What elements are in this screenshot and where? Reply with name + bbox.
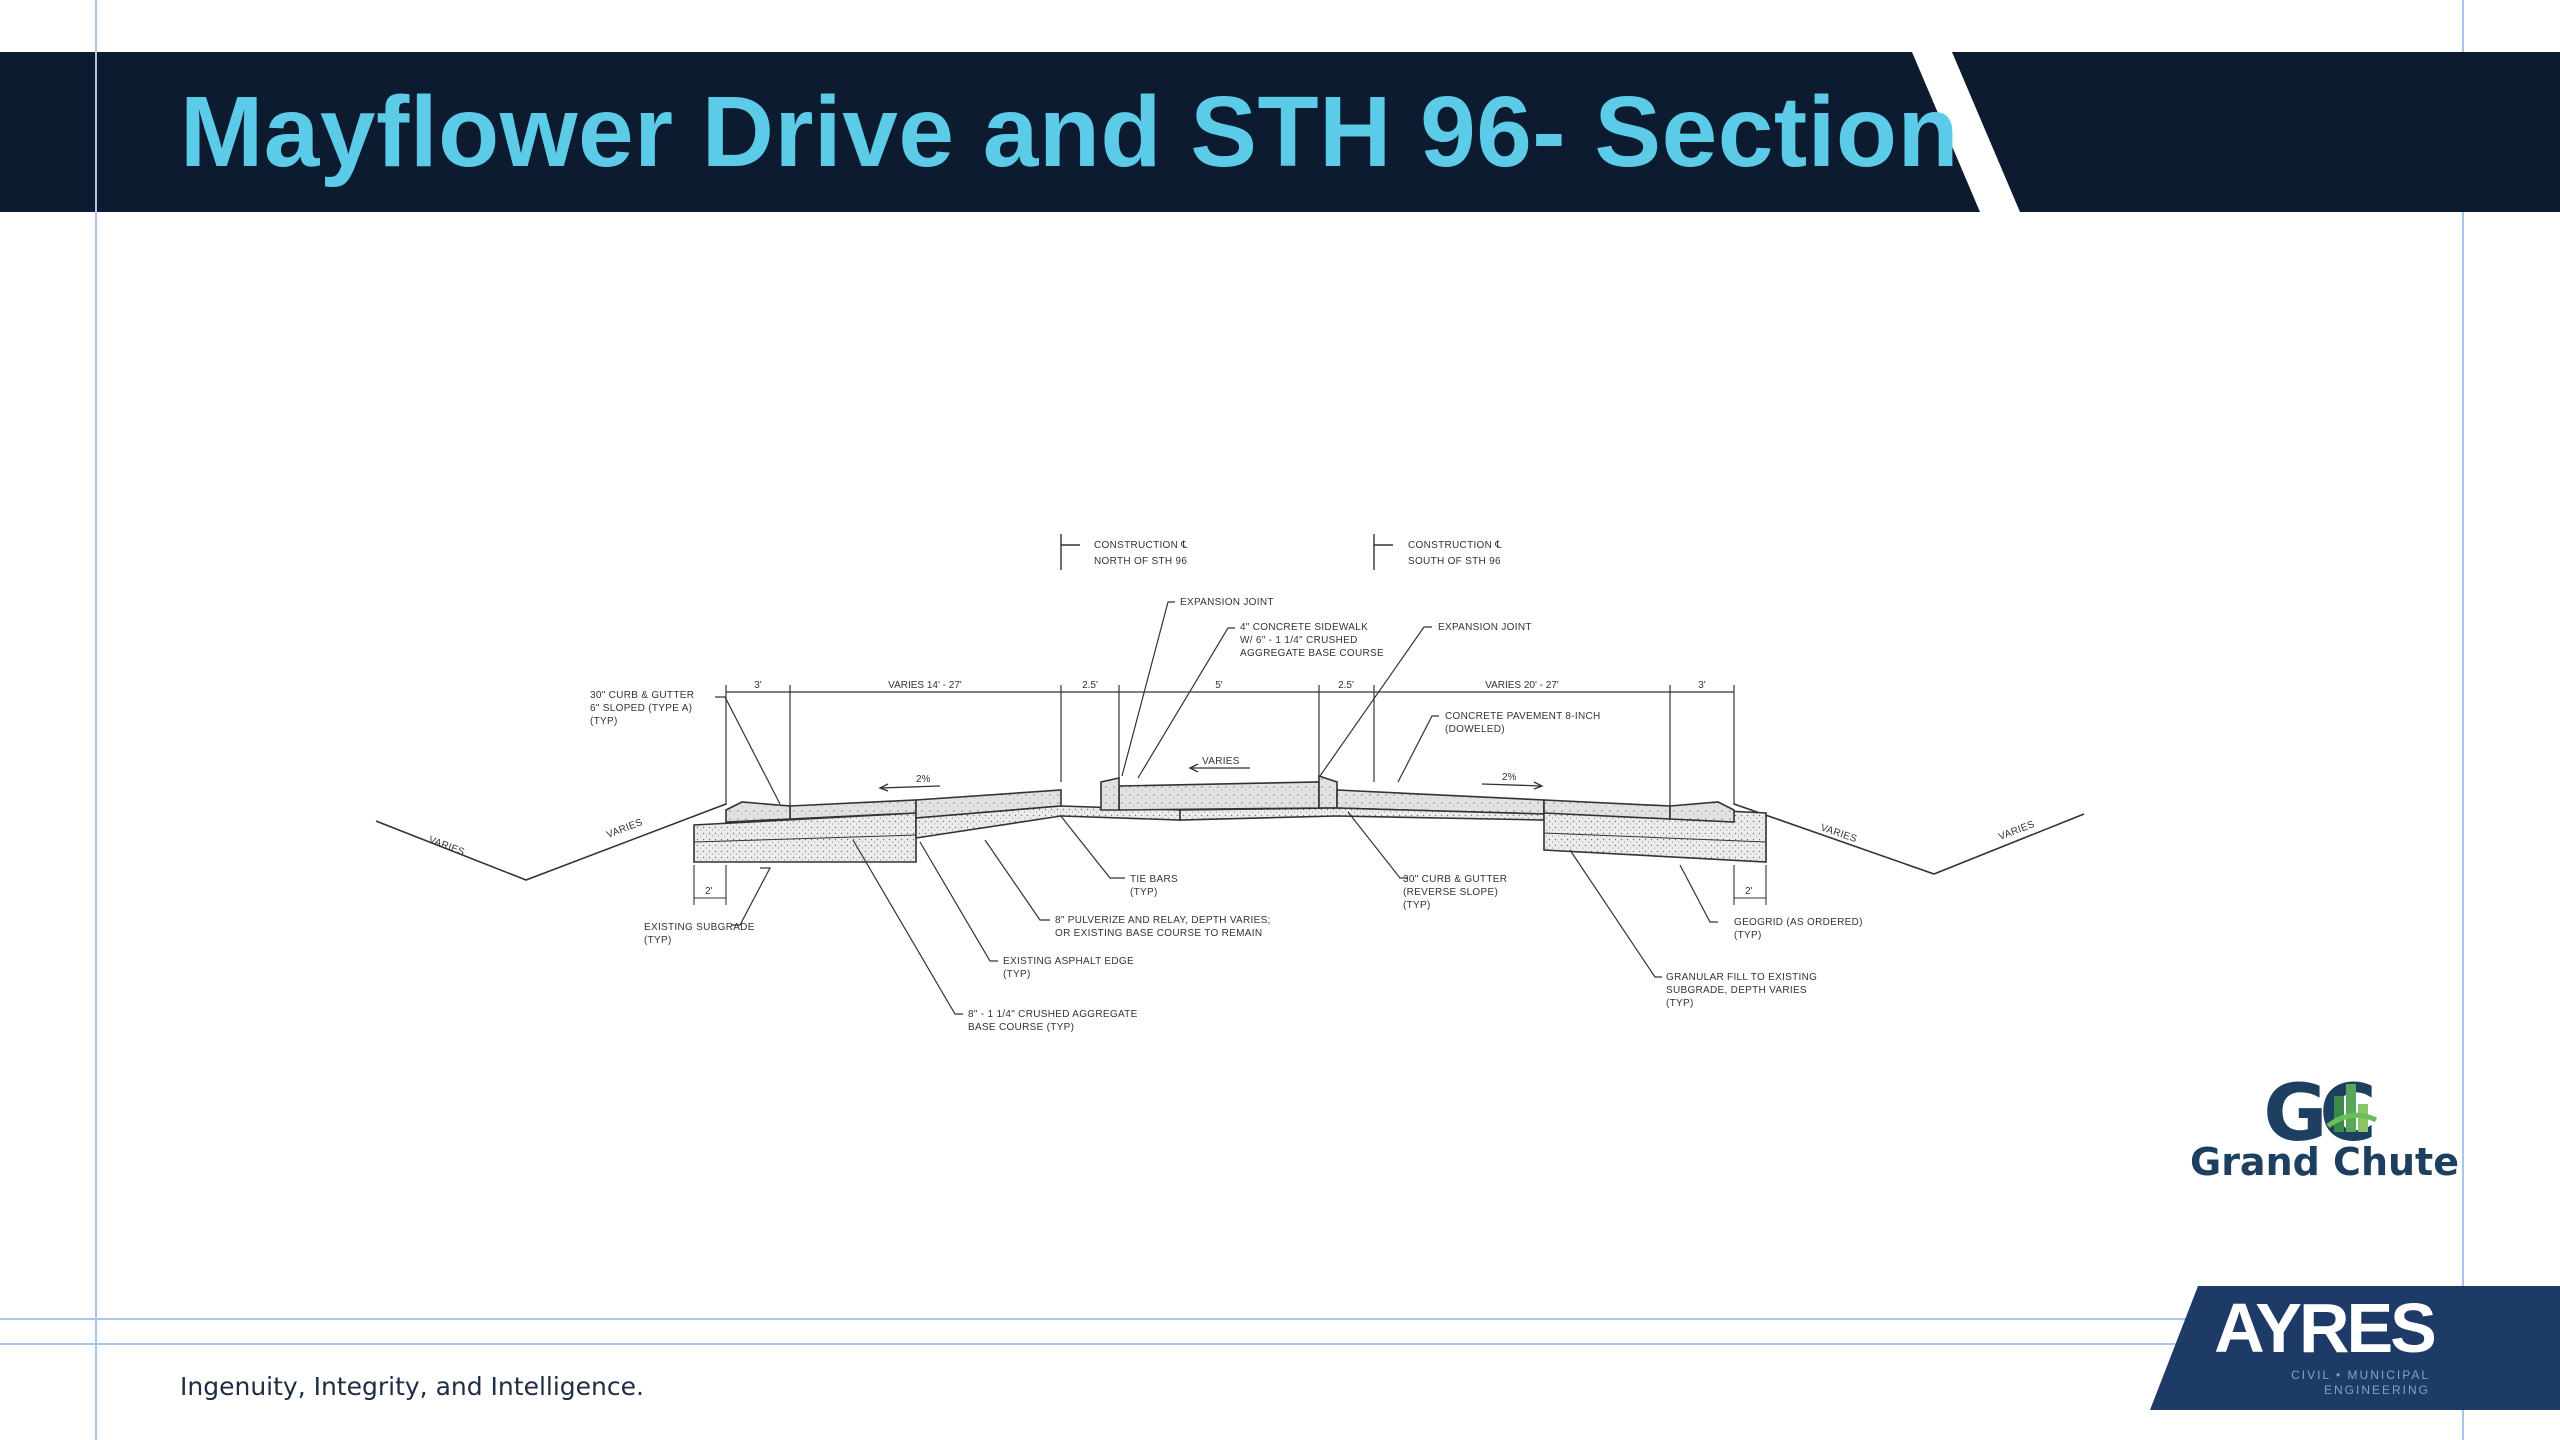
sidewalk-note-1: 4" CONCRETE SIDEWALK bbox=[1240, 622, 1368, 633]
granular-fill-note-2: SUBGRADE, DEPTH VARIES bbox=[1666, 985, 1807, 996]
centerline-south-label-1: CONSTRUCTION ℄ bbox=[1408, 540, 1502, 551]
granular-fill-note-1: GRANULAR FILL TO EXISTING bbox=[1666, 972, 1817, 983]
expansion-joint-left-label: EXPANSION JOINT bbox=[1180, 597, 1274, 608]
varies-label-1: VARIES bbox=[427, 835, 466, 859]
sidewalk-curb-right bbox=[1318, 774, 1338, 809]
ayres-subtitle-line-1: CIVIL • MUNICIPAL bbox=[2291, 1368, 2430, 1382]
curb-left-note-2: 6" SLOPED (TYPE A) bbox=[590, 703, 692, 714]
dim-bottom-right: 2' bbox=[1745, 886, 1753, 897]
pavement-section bbox=[693, 774, 1767, 863]
ayres-subtitle-line-2: ENGINEERING bbox=[2323, 1383, 2430, 1397]
curb-left-note-1: 30" CURB & GUTTER bbox=[590, 690, 694, 701]
centerline-north-label-2: NORTH OF STH 96 bbox=[1094, 556, 1187, 567]
slope-label-sidewalk: VARIES bbox=[1202, 756, 1240, 767]
tie-bars-note-1: TIE BARS bbox=[1130, 874, 1178, 885]
grand-chute-name: Grand Chute bbox=[2190, 1140, 2459, 1184]
bottom-dimensions bbox=[693, 865, 1767, 905]
pulverize-note-2: OR EXISTING BASE COURSE TO REMAIN bbox=[1055, 928, 1262, 939]
varies-label-3: VARIES bbox=[1819, 822, 1858, 845]
centerline-north-marker bbox=[1060, 534, 1080, 570]
dim-bottom-left: 2' bbox=[705, 886, 713, 897]
right-layer-line bbox=[1543, 832, 1767, 843]
guide-line-banner bbox=[95, 0, 97, 215]
centerline-south-marker bbox=[1373, 534, 1393, 570]
banner-tail bbox=[1952, 52, 2560, 212]
dimension-3: 2.5' bbox=[1082, 680, 1098, 691]
dimension-4: 5' bbox=[1215, 680, 1223, 691]
curb-reverse-note-2: (REVERSE SLOPE) bbox=[1403, 887, 1498, 898]
sidewalk-block bbox=[1118, 781, 1320, 811]
ground-line bbox=[375, 803, 2085, 881]
expansion-joint-right-label: EXPANSION JOINT bbox=[1438, 622, 1532, 633]
grand-chute-logo: GC bbox=[2263, 1069, 2380, 1159]
banner-main bbox=[0, 52, 1980, 212]
left-curb bbox=[725, 801, 791, 823]
dimension-line bbox=[725, 685, 1735, 810]
sidewalk-note-3: AGGREGATE BASE COURSE bbox=[1240, 648, 1384, 659]
varies-label-4: VARIES bbox=[1997, 819, 2036, 843]
pulverize-note-1: 8" PULVERIZE AND RELAY, DEPTH VARIES; bbox=[1055, 915, 1271, 926]
existing-subgrade-note-2: (TYP) bbox=[644, 935, 672, 946]
slope-label-left: 2% bbox=[916, 774, 931, 785]
grand-chute-city-icon bbox=[2326, 1084, 2378, 1132]
curb-reverse-note-1: 30" CURB & GUTTER bbox=[1403, 874, 1507, 885]
ayres-subtitle: CIVIL • MUNICIPAL ENGINEERING bbox=[2214, 1368, 2430, 1398]
guide-line-bottom-2 bbox=[0, 1343, 2560, 1345]
slope-label-right: 2% bbox=[1502, 772, 1517, 783]
dimension-2: VARIES 14' - 27' bbox=[888, 680, 962, 691]
slope-arrows bbox=[878, 763, 1544, 792]
dimension-1: 3' bbox=[754, 680, 762, 691]
curb-reverse-note-3: (TYP) bbox=[1403, 900, 1431, 911]
concrete-pavement-note-1: CONCRETE PAVEMENT 8-INCH bbox=[1445, 711, 1601, 722]
geogrid-note-2: (TYP) bbox=[1734, 930, 1762, 941]
crushed-base-note-2: BASE COURSE (TYP) bbox=[968, 1022, 1074, 1033]
sidewalk-curb-left bbox=[1100, 777, 1120, 811]
dimension-7: 3' bbox=[1698, 680, 1706, 691]
dimension-5: 2.5' bbox=[1338, 680, 1354, 691]
crushed-base-note-1: 8" - 1 1/4" CRUSHED AGGREGATE bbox=[968, 1009, 1138, 1020]
existing-asphalt-note-2: (TYP) bbox=[1003, 969, 1031, 980]
centerline-south-label-2: SOUTH OF STH 96 bbox=[1408, 556, 1501, 567]
title-banner bbox=[0, 52, 2560, 212]
dimension-6: VARIES 20' - 27' bbox=[1485, 680, 1559, 691]
existing-asphalt-note-1: EXISTING ASPHALT EDGE bbox=[1003, 956, 1134, 967]
leader-lines-bottom bbox=[732, 811, 1718, 1015]
concrete-pavement-note-2: (DOWELED) bbox=[1445, 724, 1505, 735]
footer-tagline: Ingenuity, Integrity, and Intelligence. bbox=[180, 1372, 644, 1401]
guide-line-bottom-1 bbox=[0, 1318, 2560, 1320]
ayres-logo-text: AYRES bbox=[2214, 1289, 2437, 1367]
tie-bars-note-2: (TYP) bbox=[1130, 887, 1158, 898]
curb-left-note-3: (TYP) bbox=[590, 716, 618, 727]
granular-fill-note-3: (TYP) bbox=[1666, 998, 1694, 1009]
existing-subgrade-note-1: EXISTING SUBGRADE bbox=[644, 922, 755, 933]
sidewalk-note-2: W/ 6" - 1 1/4" CRUSHED bbox=[1240, 635, 1358, 646]
geogrid-note-1: GEOGRID (AS ORDERED) bbox=[1734, 917, 1863, 928]
left-layer-line bbox=[693, 834, 917, 843]
cross-section-drawing: CONSTRUCTION ℄ NORTH OF STH 96 CONSTRUCT… bbox=[375, 534, 2085, 1033]
guide-line-left bbox=[95, 0, 97, 1440]
leader-lines-top bbox=[715, 601, 1439, 805]
slide-title: Mayflower Drive and STH 96- Section bbox=[180, 76, 1960, 188]
centerline-north-label-1: CONSTRUCTION ℄ bbox=[1094, 540, 1188, 551]
ayres-badge bbox=[2150, 1286, 2560, 1410]
guide-line-right bbox=[2462, 0, 2464, 1440]
right-curb bbox=[1669, 801, 1735, 823]
